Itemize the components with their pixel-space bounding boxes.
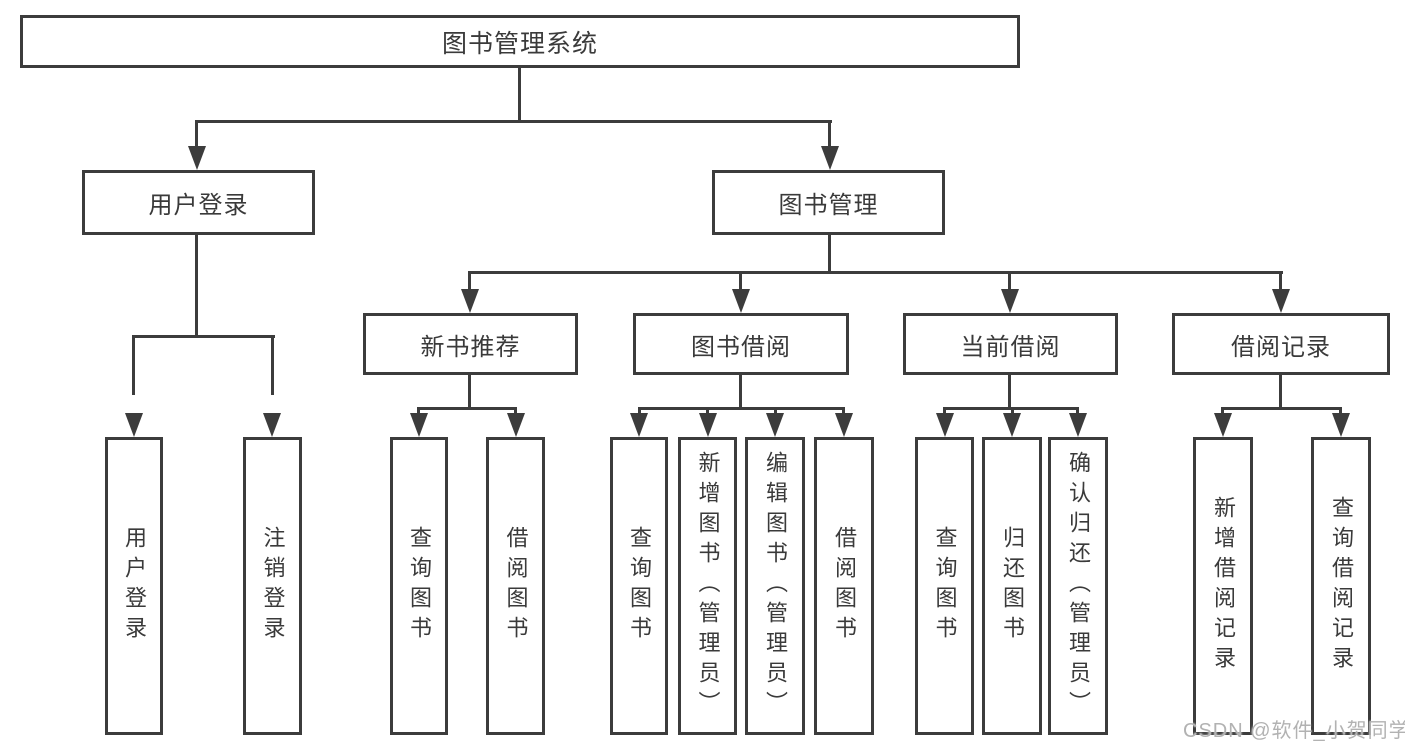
csdn-watermark: CSDN @软件_小贺同学 <box>1183 720 1405 742</box>
leaf-label: 新增借阅记录 <box>1211 496 1236 676</box>
arrowhead <box>1272 289 1290 313</box>
leaf-user-login: 用户登录 <box>105 437 163 735</box>
connector-line <box>195 120 832 123</box>
connector-line <box>271 335 274 395</box>
connector-line <box>1008 375 1011 410</box>
leaf-cb-query-books: 查询图书 <box>915 437 974 735</box>
leaf-label: 用户登录 <box>122 526 147 646</box>
connector-line <box>132 335 135 395</box>
connector-line <box>468 271 1283 274</box>
connector-line <box>417 407 517 410</box>
connector-line <box>468 271 471 293</box>
arrowhead <box>507 413 525 437</box>
connector-line <box>828 120 831 152</box>
arrowhead <box>263 413 281 437</box>
arrowhead <box>1214 413 1232 437</box>
leaf-bb-edit-books-admin: 编辑图书（管理员） <box>745 437 805 735</box>
node-book-management: 图书管理 <box>712 170 945 235</box>
node-current-borrowing: 当前借阅 <box>903 313 1118 375</box>
leaf-nbr-query-books: 查询图书 <box>390 437 448 735</box>
leaf-label: 注销登录 <box>260 526 286 646</box>
leaf-label: 查询图书 <box>407 526 432 646</box>
node-new-book-recommend: 新书推荐 <box>363 313 578 375</box>
leaf-label: 归还图书 <box>1000 526 1025 646</box>
arrowhead <box>766 413 784 437</box>
arrowhead <box>188 146 206 170</box>
leaf-label: 查询借阅记录 <box>1329 496 1354 676</box>
arrowhead <box>461 289 479 313</box>
arrowhead <box>410 413 428 437</box>
arrowhead <box>732 289 750 313</box>
node-book-borrowing: 图书借阅 <box>633 313 849 375</box>
leaf-br-query-record: 查询借阅记录 <box>1311 437 1371 735</box>
node-label: 新书推荐 <box>420 333 521 361</box>
leaf-label: 查询图书 <box>932 526 958 646</box>
arrowhead <box>1332 413 1350 437</box>
arrowhead <box>630 413 648 437</box>
node-user-login: 用户登录 <box>82 170 315 235</box>
leaf-cb-return-books: 归还图书 <box>982 437 1042 735</box>
connector-line <box>195 235 198 338</box>
leaf-bb-add-books-admin: 新增图书（管理员） <box>678 437 737 735</box>
leaf-label: 确认归还（管理员） <box>1066 451 1091 721</box>
connector-line <box>638 407 845 410</box>
node-label: 图书借阅 <box>691 333 791 361</box>
arrowhead <box>1003 413 1021 437</box>
leaf-bb-query-books: 查询图书 <box>610 437 668 735</box>
leaf-br-add-record: 新增借阅记录 <box>1193 437 1253 735</box>
leaf-bb-borrow-books: 借阅图书 <box>814 437 874 735</box>
connector-line <box>195 120 198 152</box>
connector-line <box>739 271 742 293</box>
connector-line <box>828 235 831 274</box>
node-label: 借阅记录 <box>1231 333 1331 361</box>
arrowhead <box>699 413 717 437</box>
leaf-label: 借阅图书 <box>832 526 857 646</box>
arrowhead <box>125 413 143 437</box>
node-library-management-system: 图书管理系统 <box>20 15 1020 68</box>
node-label: 图书管理 <box>778 192 879 219</box>
arrowhead <box>835 413 853 437</box>
connector-line <box>468 375 471 410</box>
leaf-label: 新增图书（管理员） <box>695 451 721 721</box>
arrowhead <box>1069 413 1087 437</box>
connector-line <box>518 66 521 122</box>
leaf-label: 借阅图书 <box>503 526 529 646</box>
leaf-nbr-borrow-books: 借阅图书 <box>486 437 545 735</box>
arrowhead <box>1001 289 1019 313</box>
arrowhead <box>821 146 839 170</box>
arrowhead <box>936 413 954 437</box>
connector-line <box>1279 271 1282 293</box>
node-label: 当前借阅 <box>960 333 1061 361</box>
connector-line <box>1008 271 1011 293</box>
leaf-label: 查询图书 <box>627 526 652 646</box>
node-label: 图书管理系统 <box>441 29 598 58</box>
connector-line <box>739 375 742 410</box>
node-label: 用户登录 <box>148 192 249 219</box>
node-borrowing-records: 借阅记录 <box>1172 313 1390 375</box>
leaf-label: 编辑图书（管理员） <box>763 451 788 721</box>
connector-line <box>1221 407 1342 410</box>
connector-line <box>1279 375 1282 410</box>
leaf-cb-confirm-return-admin: 确认归还（管理员） <box>1048 437 1108 735</box>
leaf-logout: 注销登录 <box>243 437 302 735</box>
connector-line <box>132 335 275 338</box>
